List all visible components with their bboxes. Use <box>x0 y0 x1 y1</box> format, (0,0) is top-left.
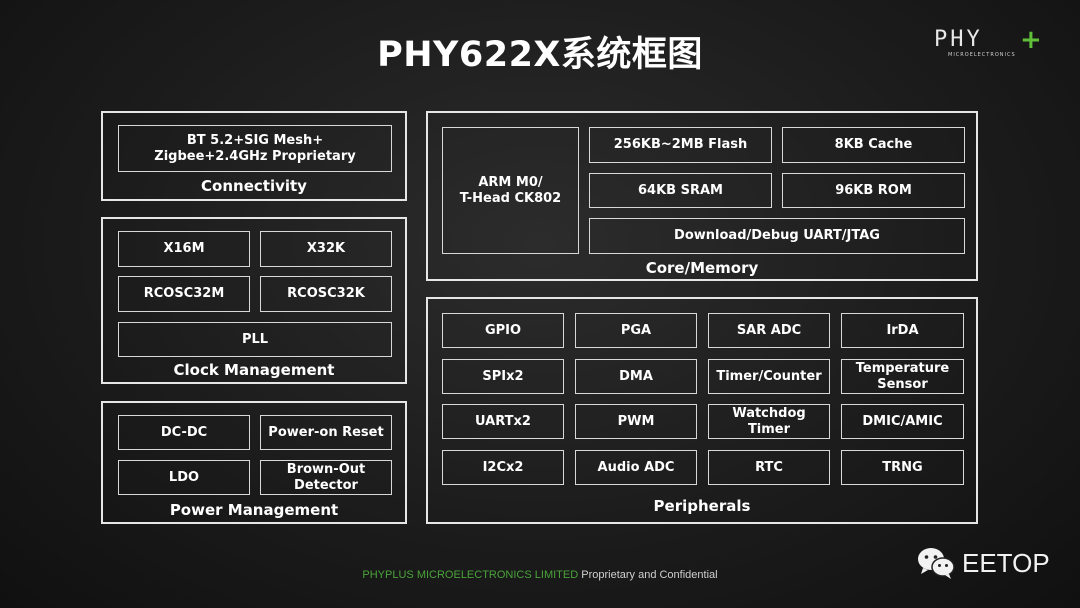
power-management-group: DC-DC Power-on Reset LDO Brown-Out Detec… <box>101 401 407 524</box>
peripheral-irda: IrDA <box>841 313 964 348</box>
core-memory-label: Core/Memory <box>645 259 759 277</box>
rcosc32k-box: RCOSC32K <box>260 276 392 312</box>
peripheral-dmic-amic: DMIC/AMIC <box>841 404 964 439</box>
peripheral-spi: SPIx2 <box>442 359 564 394</box>
x32k-box: X32K <box>260 231 392 267</box>
plus-icon: + <box>1020 25 1042 55</box>
x16m-box: X16M <box>118 231 250 267</box>
page-title: PHY622X系统框图 <box>377 35 703 75</box>
peripherals-group: GPIO PGA SAR ADC IrDA SPIx2 DMA Timer/Co… <box>426 297 978 524</box>
footer: PHYPLUS MICROELECTRONICS LIMITED Proprie… <box>0 569 1080 581</box>
pll-box: PLL <box>118 322 392 357</box>
eetop-watermark: EETOP <box>916 546 1050 580</box>
watermark-text: EETOP <box>962 547 1050 578</box>
footer-confidential: Proprietary and Confidential <box>578 569 718 581</box>
peripheral-rtc: RTC <box>708 450 830 485</box>
peripheral-i2c: I2Cx2 <box>442 450 564 485</box>
core-memory-group: ARM M0/ T-Head CK802 256KB~2MB Flash 8KB… <box>426 111 978 281</box>
peripheral-uart: UARTx2 <box>442 404 564 439</box>
ldo-box: LDO <box>118 460 250 495</box>
peripheral-trng: TRNG <box>841 450 964 485</box>
peripheral-temperature-sensor: Temperature Sensor <box>841 359 964 394</box>
flash-box: 256KB~2MB Flash <box>589 127 772 163</box>
power-management-label: Power Management <box>169 501 339 519</box>
connectivity-group: BT 5.2+SIG Mesh+ Zigbee+2.4GHz Proprieta… <box>101 111 407 201</box>
dc-dc-box: DC-DC <box>118 415 250 450</box>
footer-company: PHYPLUS MICROELECTRONICS LIMITED <box>362 569 579 581</box>
power-on-reset-box: Power-on Reset <box>260 415 392 450</box>
cache-box: 8KB Cache <box>782 127 965 163</box>
peripheral-audio-adc: Audio ADC <box>575 450 697 485</box>
connectivity-label: Connectivity <box>201 177 307 195</box>
connectivity-protocols-box: BT 5.2+SIG Mesh+ Zigbee+2.4GHz Proprieta… <box>118 125 392 172</box>
brown-out-detector-box: Brown-Out Detector <box>260 460 392 495</box>
cpu-box: ARM M0/ T-Head CK802 <box>442 127 579 254</box>
peripheral-watchdog-timer: Watchdog Timer <box>708 404 830 439</box>
peripheral-gpio: GPIO <box>442 313 564 348</box>
peripherals-label: Peripherals <box>653 497 751 515</box>
peripheral-timer-counter: Timer/Counter <box>708 359 830 394</box>
rcosc32m-box: RCOSC32M <box>118 276 250 312</box>
clock-management-group: X16M X32K RCOSC32M RCOSC32K PLL Clock Ma… <box>101 217 407 384</box>
phyplus-logo: PHY + MICROELECTRONICS <box>934 25 1042 61</box>
logo-text: PHY <box>934 27 983 52</box>
sram-box: 64KB SRAM <box>589 173 772 208</box>
clock-management-label: Clock Management <box>173 361 335 379</box>
wechat-icon <box>918 548 955 579</box>
logo-subtext: MICROELECTRONICS <box>948 52 1016 58</box>
peripheral-dma: DMA <box>575 359 697 394</box>
peripheral-sar-adc: SAR ADC <box>708 313 830 348</box>
debug-interface-box: Download/Debug UART/JTAG <box>589 218 965 254</box>
rom-box: 96KB ROM <box>782 173 965 208</box>
peripheral-pga: PGA <box>575 313 697 348</box>
peripheral-pwm: PWM <box>575 404 697 439</box>
